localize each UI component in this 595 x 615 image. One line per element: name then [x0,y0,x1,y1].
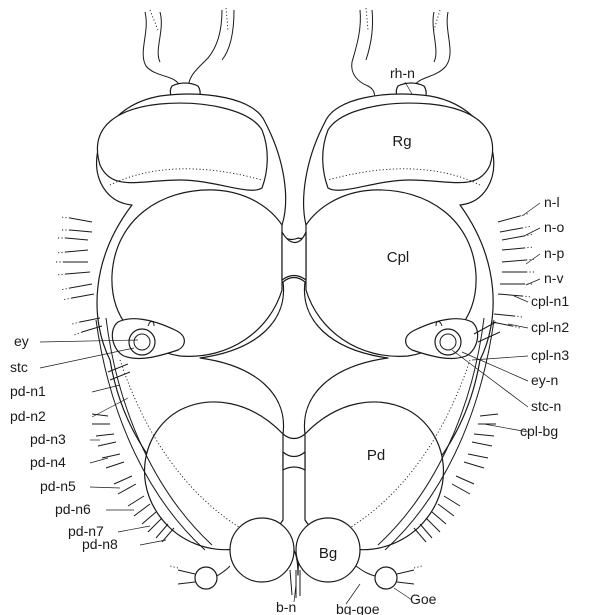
pd-n8-label: pd-n8 [82,536,118,552]
stc-label: stc [10,359,28,375]
pd-n2-label: pd-n2 [10,408,46,424]
n-l-label: n-l [544,194,560,210]
cpl-n2-label: cpl-n2 [531,319,569,335]
rh-n-label: rh-n [390,65,415,81]
left-buccal-ganglion [230,518,294,582]
left-rhinophore-ganglion [97,103,267,190]
pd-n6-label: pd-n6 [55,501,91,517]
bg-goe-label: bg-goe [336,601,380,615]
pd-n4-label: pd-n4 [30,454,66,470]
pd-n1-label: pd-n1 [10,383,46,399]
cpl-n1-label: cpl-n1 [531,293,569,309]
stc-n-label: stc-n [531,398,561,414]
cpl-n3-label: cpl-n3 [531,347,569,363]
left-gastro-oesophageal-ganglion [195,567,217,589]
n-v-label: n-v [544,270,563,286]
n-o-label: n-o [544,219,564,235]
left-statocyst [129,329,155,355]
cpl-bg-label: cpl-bg [520,423,558,439]
n-p-label: n-p [544,245,564,261]
right-gastro-oesophageal-ganglion [375,567,397,589]
cpl-label: Cpl [387,249,410,266]
pd-n3-label: pd-n3 [30,431,66,447]
pd-n5-label: pd-n5 [40,478,76,494]
b-n-label: b-n [276,599,296,615]
bg-label: Bg [319,545,337,562]
rg-label: Rg [392,133,411,150]
pd-label: Pd [367,447,385,464]
ey-n-label: ey-n [531,372,558,388]
right-statocyst [435,329,461,355]
goe-label: Goe [410,591,437,607]
ey-label: ey [14,333,29,349]
